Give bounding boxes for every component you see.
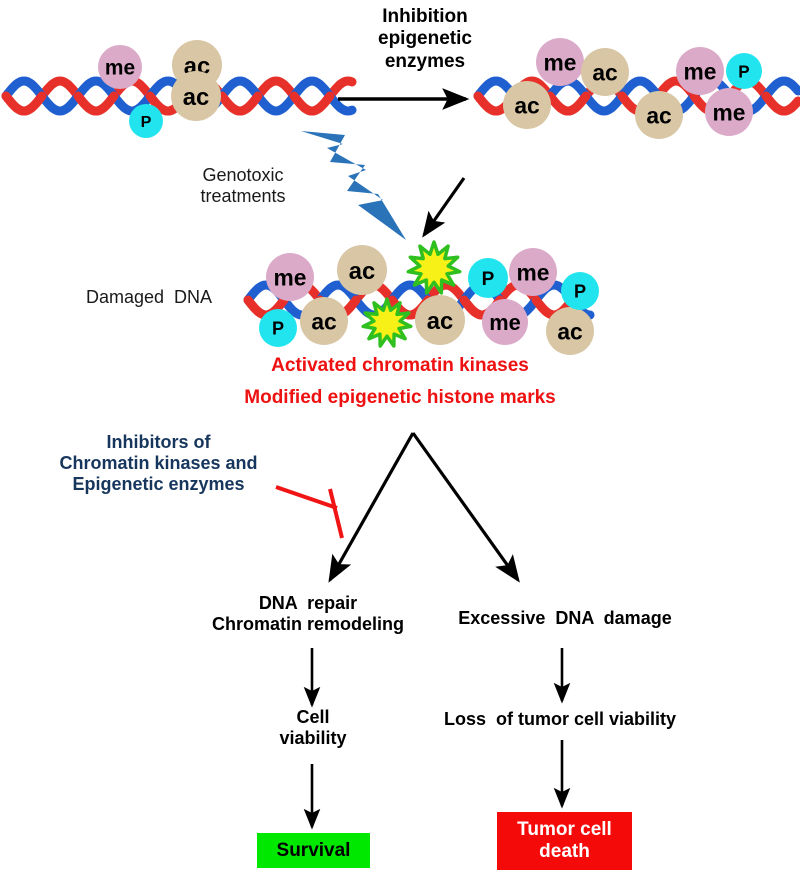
phospho-marker-icon xyxy=(468,258,508,298)
methyl-marker-label: me xyxy=(105,57,135,80)
acetyl-marker-label: ac xyxy=(592,59,618,85)
acetyl-marker-label: ac xyxy=(427,308,453,335)
methyl-marker-icon xyxy=(98,45,142,89)
activated-chromatin-kinases-label: Activated chromatin kinases xyxy=(271,355,529,376)
modified-histone-marks-label: Modified epigenetic histone marks xyxy=(244,387,556,408)
methyl-marker-label: me xyxy=(489,310,521,335)
acetyl-marker-label: ac xyxy=(514,92,540,118)
acetyl-marker-icon xyxy=(337,245,387,295)
damaged-dna-label: Damaged DNA xyxy=(86,287,213,307)
acetyl-marker-icon xyxy=(581,48,629,96)
methyl-marker-icon xyxy=(536,38,584,86)
methyl-marker-icon xyxy=(705,88,753,136)
phospho-marker-icon xyxy=(726,53,762,89)
acetyl-marker-icon xyxy=(300,297,348,345)
phospho-marker-label: P xyxy=(482,269,495,290)
methyl-marker-label: me xyxy=(517,259,550,285)
methyl-marker-label: me xyxy=(713,99,746,125)
loss-tumor-viability-label: Loss of tumor cell viability xyxy=(443,709,677,729)
phospho-marker-label: P xyxy=(738,62,749,81)
inhibition-title: Inhibition epigenetic enzymes xyxy=(378,6,472,72)
inhibitors-label: Inhibitors of Chromatin kinases and Epig… xyxy=(59,432,258,495)
cell-viability-label: Cell viability xyxy=(279,707,347,749)
phospho-marker-icon xyxy=(129,104,163,138)
methyl-marker-icon xyxy=(676,47,724,95)
excessive-dna-damage-label: Excessive DNA damage xyxy=(458,608,672,628)
methyl-marker-icon xyxy=(509,248,557,296)
phospho-marker-label: P xyxy=(574,282,586,302)
methyl-marker-icon xyxy=(482,299,528,345)
genotoxic-treatments-label: Genotoxic treatments xyxy=(200,165,286,207)
methyl-marker-icon xyxy=(266,253,314,301)
methyl-marker-label: me xyxy=(274,264,307,290)
phospho-marker-label: P xyxy=(272,319,284,339)
acetyl-marker-label: ac xyxy=(557,318,583,344)
acetyl-marker-icon xyxy=(171,71,221,121)
methyl-marker-label: me xyxy=(684,58,717,84)
acetyl-marker-label: ac xyxy=(646,102,672,128)
acetyl-marker-label: ac xyxy=(311,308,337,334)
acetyl-marker-label: ac xyxy=(349,258,375,285)
phospho-marker-label: P xyxy=(141,113,152,131)
acetyl-marker-icon xyxy=(635,91,683,139)
acetyl-marker-icon xyxy=(503,81,551,129)
phospho-marker-icon xyxy=(259,309,297,347)
damage-burst-icon xyxy=(406,240,462,295)
damage-burst-icon xyxy=(361,297,413,348)
survival-box: Survival xyxy=(257,833,370,868)
dna-repair-label: DNA repair Chromatin remodeling xyxy=(211,593,404,635)
phospho-marker-icon xyxy=(561,272,599,310)
acetyl-marker-label: ac xyxy=(183,84,209,111)
methyl-marker-label: me xyxy=(544,49,577,75)
tumor-cell-death-box: Tumor cell death xyxy=(497,812,632,870)
acetyl-marker-icon xyxy=(546,307,594,355)
acetyl-marker-icon xyxy=(415,295,465,345)
